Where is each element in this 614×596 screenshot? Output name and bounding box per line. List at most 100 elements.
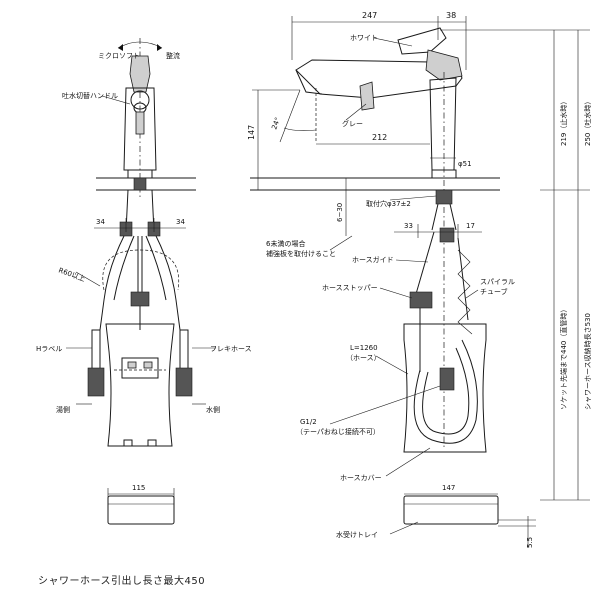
dim-socket-440: ソケット先端まで440（直管時）: [559, 306, 568, 410]
flex-hose-right-inner: [145, 235, 167, 301]
label-l1260-1: L=1260: [350, 344, 378, 352]
leader-toritsuke: [389, 195, 437, 201]
dim-219: 219（止水時）: [559, 98, 568, 146]
center-stopper: [130, 291, 150, 307]
mount-shank: [133, 177, 147, 191]
handle-knob: [130, 90, 150, 110]
label-gray: グレー: [342, 119, 363, 128]
right-supply-pipe: [179, 329, 189, 371]
side-base: [431, 169, 457, 179]
footer-note: シャワーホース引出し長さ最大450: [38, 576, 206, 587]
label-hose-guide: ホースガイド: [352, 255, 394, 264]
dim-250: 250（吐水時）: [583, 98, 592, 146]
label-h-label: Hラベル: [36, 345, 62, 353]
dim-33: 33: [404, 222, 413, 230]
label-toritsuke: 取付穴φ37±2: [366, 199, 411, 208]
leader-gray: [345, 103, 367, 121]
label-r60: R60以上: [57, 265, 86, 283]
label-6miman-2: 補強板を取付けること: [266, 249, 336, 258]
handle-lever: [129, 55, 151, 93]
flex-hose-left-inner: [113, 235, 135, 301]
leader-mizuuke: [389, 521, 419, 535]
spiral-tube: [457, 249, 473, 335]
spout-slot: [135, 111, 145, 135]
dim-147b: 147: [442, 484, 455, 492]
dim-shower-530: シャワーホース収納時長さ530: [583, 313, 592, 410]
angle-arc: [283, 127, 317, 131]
label-microsoft: ミクロソフト: [98, 52, 140, 60]
cabinet-box: [121, 357, 159, 379]
side-body-column: [429, 77, 457, 171]
flex-hose-left: [99, 235, 125, 331]
hose-stopper-side: [409, 291, 433, 309]
side-pipe-b: [449, 203, 457, 231]
label-hose-stopper: ホースストッパー: [322, 284, 378, 292]
leader-white: [373, 37, 413, 47]
arrow-head-left: [118, 44, 123, 51]
faucet-body-front: [123, 87, 157, 171]
side-view: [250, 16, 590, 548]
arrow-head-right: [157, 44, 162, 51]
leader-stopper: [379, 287, 413, 299]
leader-hoseguide: [395, 259, 429, 263]
label-toisui-handle: 吐水切替ハンドル: [62, 91, 118, 100]
spout-body: [295, 59, 463, 99]
label-spiral-1: スパイラル: [480, 278, 515, 286]
spout-gray-band: [359, 81, 375, 111]
dim-212: 212: [372, 133, 387, 142]
dim-51: φ51: [458, 160, 472, 168]
dim-34-left: 34: [96, 218, 105, 226]
label-spiral-2: チューブ: [480, 287, 508, 296]
leader-hosecover: [385, 447, 431, 477]
right-valve: [175, 367, 193, 397]
left-valve: [87, 367, 105, 397]
g12-fitting: [439, 367, 455, 391]
left-supply-pipe: [91, 329, 101, 371]
tray-side: [403, 495, 499, 525]
leader-spiral: [465, 289, 479, 299]
dim-6-30: 6~30: [336, 203, 344, 222]
hose-guide-fitting: [439, 227, 455, 243]
dim-38: 38: [446, 11, 456, 20]
dim-147-side: 147: [247, 125, 256, 140]
label-6miman-1: 6未満の場合: [266, 239, 305, 248]
side-handle-lever: [397, 27, 447, 55]
hose-loop-inner: [422, 347, 470, 435]
dim-34-right: 34: [176, 218, 185, 226]
label-white: ホワイト: [350, 34, 378, 42]
spout-tip: [295, 69, 323, 95]
box-tab-left: [127, 361, 137, 369]
r60-arc: [102, 249, 180, 291]
label-mizuuke-tray: 水受けトレイ: [336, 530, 378, 539]
spray-angle-line: [279, 89, 301, 143]
hose-left-line: [415, 231, 435, 295]
label-g12-1: G1/2: [300, 418, 317, 426]
leader-r60: [75, 271, 101, 287]
side-pipe-a: [431, 203, 439, 231]
dim-247: 247: [362, 11, 377, 20]
tray-front: [107, 495, 175, 525]
hose-loop-outer: [413, 339, 478, 444]
front-view: [66, 38, 216, 525]
label-mizu-side: 水側: [206, 405, 220, 414]
flex-hose-right: [155, 235, 181, 331]
label-yu-side: 湯側: [56, 405, 70, 414]
dim-17: 17: [466, 222, 475, 230]
foot-left: [123, 439, 133, 447]
sink-cabinet-side: [403, 323, 487, 453]
label-seiryu: 整流: [166, 51, 180, 60]
leader-handle: [101, 95, 131, 105]
sink-cabinet-front: [105, 323, 175, 447]
dim-55: 5.5: [526, 537, 534, 548]
leader-6miman: [329, 235, 353, 251]
label-l1260-2: （ホース）: [346, 354, 381, 362]
box-tab-right: [143, 361, 153, 369]
leader-l1260: [375, 355, 409, 375]
label-g12-2: （テーパおねじ接続不可）: [296, 427, 380, 436]
label-hose-cover: ホースカバー: [340, 474, 382, 482]
label-flexi-hose: フレキホース: [210, 345, 252, 353]
dim-115: 115: [132, 484, 145, 492]
side-shank: [435, 189, 453, 205]
